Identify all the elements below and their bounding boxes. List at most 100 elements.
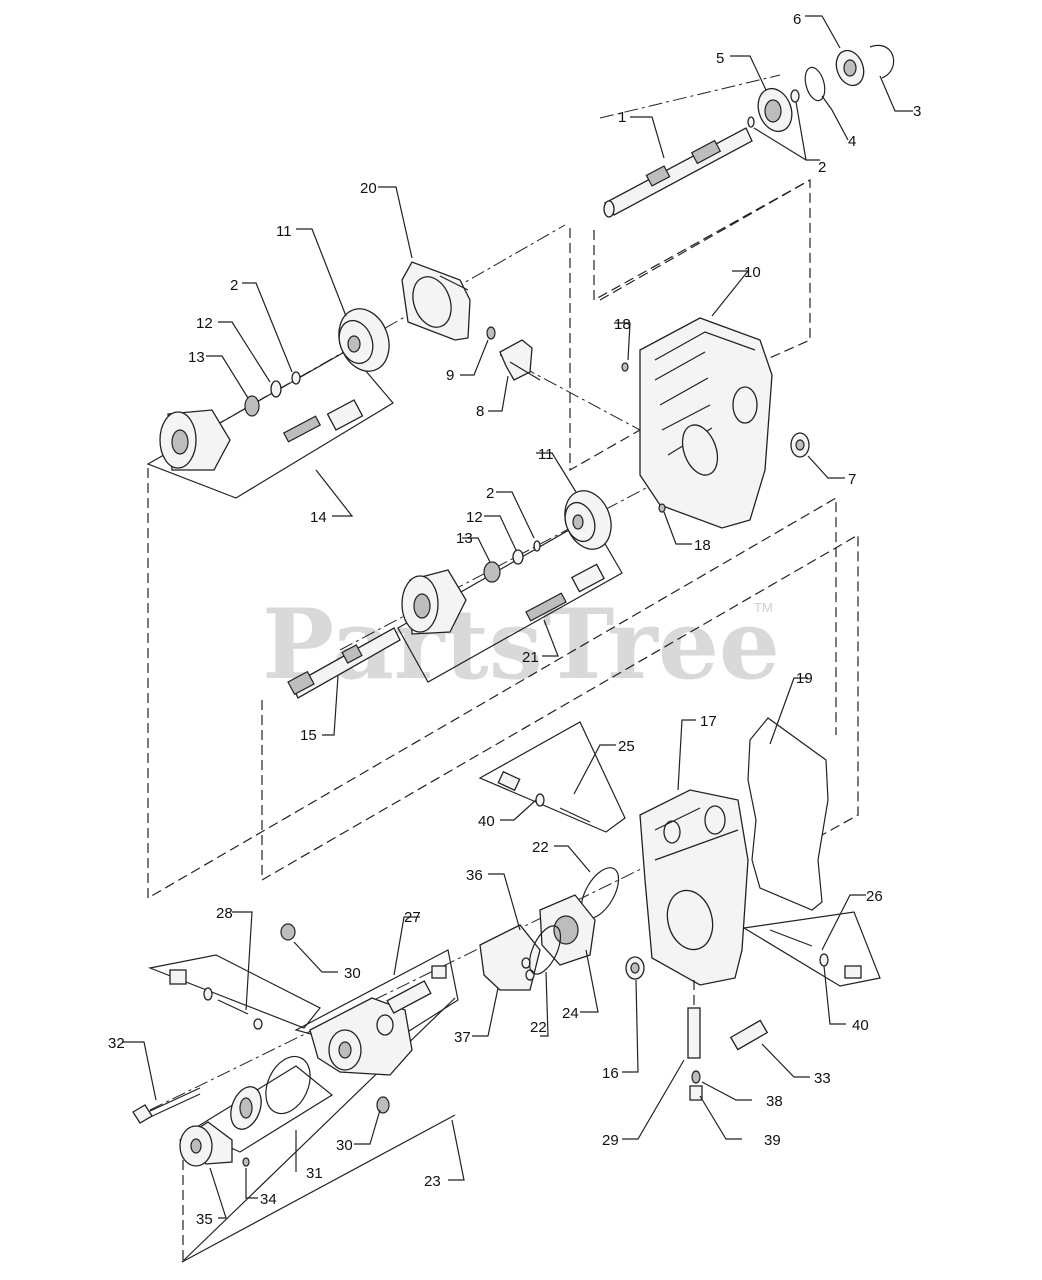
watermark-text: PartsTree xyxy=(262,588,780,701)
part-fitting xyxy=(729,1019,769,1051)
part-plug xyxy=(689,1085,703,1101)
callout-13-lower: 13 xyxy=(456,530,473,547)
callout-36: 36 xyxy=(466,867,483,884)
callout-15: 15 xyxy=(300,727,317,744)
part-gear-upper xyxy=(338,308,390,372)
callout-37: 37 xyxy=(454,1029,471,1046)
callout-9: 9 xyxy=(446,367,454,384)
part-spring-washer-lower xyxy=(483,561,501,583)
callout-40-upper: 40 xyxy=(478,813,495,830)
part-seal-upper xyxy=(835,49,865,87)
callout-2-upper: 2 xyxy=(818,159,826,176)
part-snap-ring xyxy=(869,44,895,79)
part-bypass-valve xyxy=(687,980,701,1059)
callout-16: 16 xyxy=(602,1065,619,1082)
callout-19: 19 xyxy=(796,670,813,687)
part-o-ring-large xyxy=(265,1055,311,1115)
callout-34: 34 xyxy=(260,1191,277,1208)
callout-2-mid: 2 xyxy=(230,277,238,294)
part-gear-lower xyxy=(564,490,612,550)
part-pump-bearing xyxy=(230,1086,262,1130)
part-o-ring-plate xyxy=(528,925,562,975)
part-seal-lower xyxy=(625,956,645,980)
assembly-outlines xyxy=(147,178,859,1265)
callout-1: 1 xyxy=(618,109,626,126)
callout-18-lower: 18 xyxy=(694,537,711,554)
callout-labels: 1 2 3 4 5 6 7 8 9 10 11 12 13 14 15 16 1… xyxy=(108,11,921,1228)
callout-4: 4 xyxy=(848,133,856,150)
leader-lines xyxy=(122,15,913,1219)
part-cylinder-block-lower xyxy=(401,563,605,635)
callout-30-lower: 30 xyxy=(336,1137,353,1154)
callout-27: 27 xyxy=(404,909,421,926)
part-charge-pump-housing xyxy=(309,965,447,1076)
part-o-ring xyxy=(804,66,826,102)
callout-21: 21 xyxy=(522,649,539,666)
callout-7: 7 xyxy=(848,471,856,488)
part-ring-mid xyxy=(291,371,301,385)
callout-11-lower: 11 xyxy=(538,446,554,463)
callout-22-lower: 22 xyxy=(530,1019,547,1036)
callout-3: 3 xyxy=(913,103,921,120)
part-spring xyxy=(691,1070,701,1084)
part-ring-upper xyxy=(790,89,800,103)
part-housing-cover xyxy=(401,261,471,341)
callout-13-upper: 13 xyxy=(188,349,205,366)
part-fan-pulley xyxy=(178,1121,233,1167)
callout-12-upper: 12 xyxy=(196,315,213,332)
group-outlines xyxy=(146,349,881,1263)
part-ring-lower xyxy=(533,540,541,552)
part-nut-upper xyxy=(280,923,296,941)
callout-25: 25 xyxy=(618,738,635,755)
watermark-trademark: TM xyxy=(754,600,773,615)
part-gasket xyxy=(747,717,829,911)
part-lower-shaft xyxy=(287,627,401,699)
part-bearing-upper xyxy=(757,87,793,133)
callout-32: 32 xyxy=(108,1035,125,1052)
callout-26: 26 xyxy=(866,888,883,905)
part-relief-valve xyxy=(169,969,263,1030)
part-bolt-small xyxy=(486,326,496,340)
part-pump-plate xyxy=(479,924,541,991)
callout-33: 33 xyxy=(814,1070,831,1087)
callout-40-lower: 40 xyxy=(852,1017,869,1034)
part-shaft-seal xyxy=(790,432,810,458)
callout-24: 24 xyxy=(562,1005,579,1022)
callout-17: 17 xyxy=(700,713,717,730)
callout-6: 6 xyxy=(793,11,801,28)
callout-22-upper: 22 xyxy=(532,839,549,856)
part-ring-upper-2 xyxy=(747,116,755,128)
callout-10: 10 xyxy=(744,264,761,281)
part-spring-washer-upper xyxy=(244,395,260,417)
part-bolt-long xyxy=(132,1087,201,1124)
callout-5: 5 xyxy=(716,50,724,67)
part-washer-upper xyxy=(270,380,282,398)
callout-14: 14 xyxy=(310,509,327,526)
part-upper-input-shaft xyxy=(603,127,753,218)
callout-2-lower: 2 xyxy=(486,485,494,502)
callout-31: 31 xyxy=(306,1165,323,1182)
part-key xyxy=(242,1157,250,1167)
part-main-housing xyxy=(639,317,773,529)
callout-labels-extra: 2 2 12 13 11 xyxy=(230,277,554,547)
callout-23: 23 xyxy=(424,1173,441,1190)
callout-8: 8 xyxy=(476,403,484,420)
part-dowel-upper xyxy=(621,362,629,372)
part-check-valve-upper xyxy=(497,770,591,823)
part-dowel-lower xyxy=(658,503,666,513)
part-nut-lower xyxy=(376,1096,390,1114)
callout-35: 35 xyxy=(196,1211,213,1228)
part-trunnion-arm xyxy=(499,339,541,381)
callout-29: 29 xyxy=(602,1132,619,1149)
callout-30-upper: 30 xyxy=(344,965,361,982)
callout-38: 38 xyxy=(766,1093,783,1110)
callout-39: 39 xyxy=(764,1132,781,1149)
part-washer-lower xyxy=(512,549,524,565)
callout-18-upper: 18 xyxy=(614,316,631,333)
callout-12-lower: 12 xyxy=(466,509,483,526)
callout-20: 20 xyxy=(360,180,377,197)
callout-11-upper: 11 xyxy=(276,223,292,240)
callout-28: 28 xyxy=(216,905,233,922)
part-center-section xyxy=(639,789,749,986)
